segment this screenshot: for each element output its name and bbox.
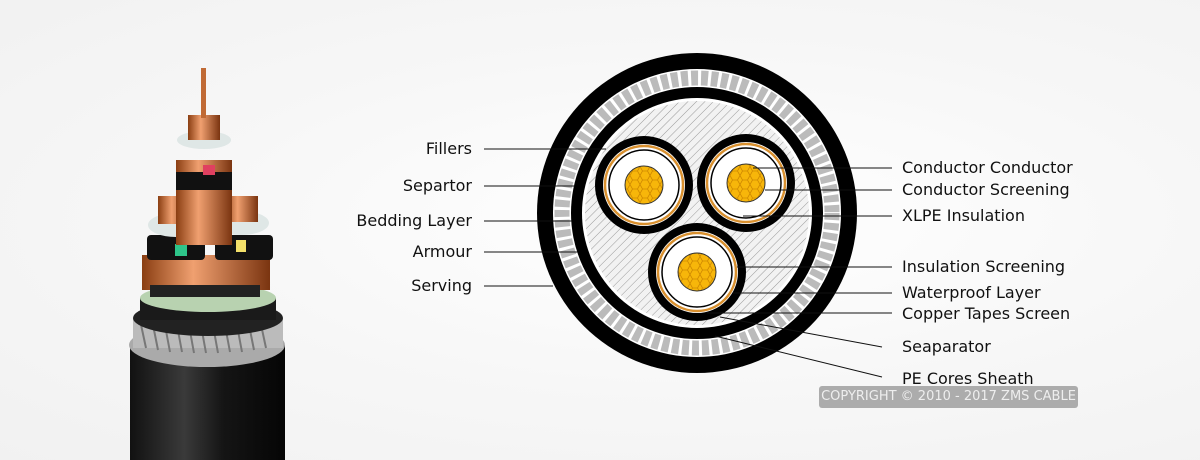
label-serving: Serving	[411, 276, 472, 295]
cable-cross-section	[537, 53, 857, 373]
core-bottom	[648, 223, 746, 321]
copyright-watermark: COPYRIGHT © 2010 - 2017 ZMS CABLE	[819, 386, 1078, 408]
label-fillers: Fillers	[425, 139, 472, 158]
label-pe-cores-sheath: PE Cores Sheath	[902, 369, 1034, 388]
label-seaparator: Seaparator	[902, 337, 991, 356]
label-waterproof-layer: Waterproof Layer	[902, 283, 1041, 302]
label-bedding-layer: Bedding Layer	[356, 211, 472, 230]
core-right	[697, 134, 795, 232]
label-conductor: Conductor Conductor	[902, 158, 1073, 177]
cable-photo	[129, 68, 285, 460]
label-xlpe-insulation: XLPE Insulation	[902, 206, 1025, 225]
label-armour: Armour	[412, 242, 472, 261]
label-separtor: Separtor	[402, 176, 472, 195]
label-conductor-screening: Conductor Screening	[902, 180, 1070, 199]
label-copper-tapes-screen: Copper Tapes Screen	[902, 304, 1071, 323]
leader-lines	[484, 148, 892, 378]
label-insulation-screening: Insulation Screening	[902, 257, 1066, 276]
core-left	[595, 136, 693, 234]
